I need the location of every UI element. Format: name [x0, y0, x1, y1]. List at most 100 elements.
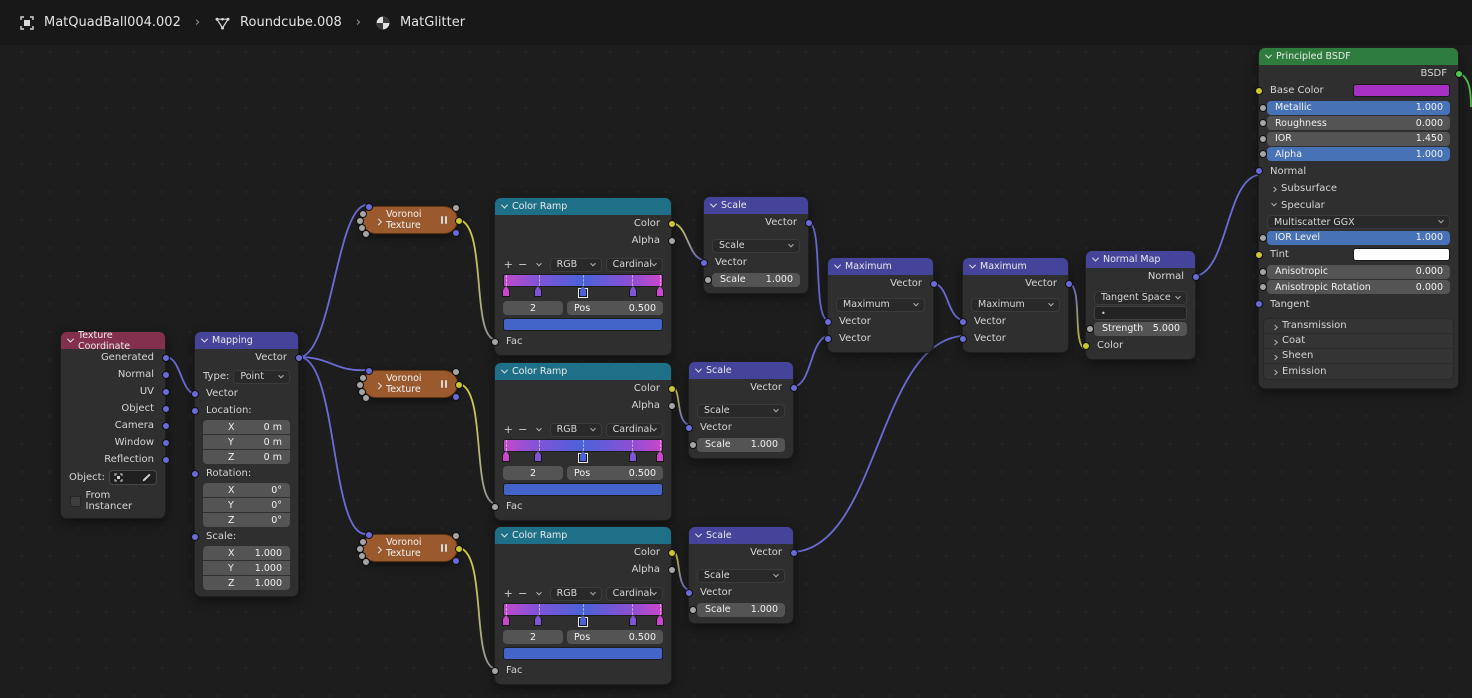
ramp-stop-selected[interactable]	[578, 617, 588, 627]
socket-normal-in[interactable]	[1254, 167, 1263, 175]
node-header[interactable]: Mapping	[195, 332, 298, 349]
socket-uv-out[interactable]	[161, 387, 170, 396]
link[interactable]	[933, 282, 963, 321]
socket-alpha-out[interactable]	[667, 401, 676, 410]
socket-position-out[interactable]	[452, 393, 460, 401]
socket-vector-in[interactable]	[365, 203, 373, 211]
socket-fac-in[interactable]	[490, 502, 499, 511]
remove-stop-button[interactable]: −	[518, 423, 528, 436]
link[interactable]	[808, 221, 828, 321]
chevron-down-icon[interactable]	[694, 530, 703, 538]
socket-rotation-in[interactable]	[190, 469, 199, 478]
chevron-down-icon[interactable]	[694, 365, 703, 373]
operation-dropdown[interactable]: Scale	[697, 568, 785, 583]
node-header[interactable]: Color Ramp	[495, 198, 671, 215]
socket-detail-in[interactable]	[362, 230, 370, 238]
remove-stop-button[interactable]: −	[518, 258, 528, 271]
socket-color-out[interactable]	[667, 548, 676, 557]
operation-dropdown[interactable]: Scale	[697, 403, 785, 418]
socket-position-out[interactable]	[452, 557, 460, 565]
link[interactable]	[298, 356, 367, 371]
socket-vector-out[interactable]	[294, 353, 303, 362]
socket-vector-in[interactable]	[190, 389, 199, 398]
ramp-stop-selected[interactable]	[578, 288, 588, 298]
node-color-ramp-1[interactable]: Color Ramp Color Alpha + − RGB Cardinal …	[490, 197, 676, 356]
ramp-stop[interactable]	[655, 454, 664, 462]
link[interactable]	[672, 222, 704, 261]
socket-alpha-in[interactable]	[1258, 150, 1267, 158]
specular-panel-toggle[interactable]: Specular	[1259, 197, 1458, 214]
link[interactable]	[298, 204, 367, 358]
socket-fac-in[interactable]	[490, 666, 499, 675]
socket-vector-in[interactable]	[365, 367, 373, 375]
socket-color-out[interactable]	[455, 217, 463, 225]
ramp-stop[interactable]	[502, 618, 511, 626]
chevron-down-icon[interactable]	[500, 201, 509, 209]
emission-panel-toggle[interactable]: Emission	[1264, 364, 1453, 379]
socket-scale-in[interactable]	[688, 605, 697, 614]
socket-metallic-in[interactable]	[1258, 103, 1267, 112]
ramp-stop[interactable]	[534, 289, 543, 297]
ramp-stop[interactable]	[655, 618, 664, 626]
interpolation-dropdown[interactable]: Cardinal	[605, 586, 663, 601]
link[interactable]	[165, 356, 197, 395]
ramp-options-button[interactable]	[532, 423, 546, 436]
link[interactable]	[1458, 72, 1472, 108]
link[interactable]	[459, 547, 494, 669]
operation-dropdown[interactable]: Maximum	[836, 297, 925, 312]
socket-vector-in[interactable]	[684, 588, 693, 597]
stop-color-swatch[interactable]	[503, 647, 663, 660]
interpolation-dropdown[interactable]: Cardinal	[605, 422, 663, 437]
socket-anisotropic-rotation-in[interactable]	[1258, 283, 1267, 291]
stop-color-swatch[interactable]	[503, 483, 663, 496]
socket-roughness-in[interactable]	[1258, 119, 1267, 127]
chevron-right-icon[interactable]	[374, 381, 383, 389]
coat-panel-toggle[interactable]: Coat	[1264, 334, 1453, 349]
color-mode-dropdown[interactable]: RGB	[549, 257, 602, 272]
node-header[interactable]: Maximum	[963, 258, 1068, 275]
node-voronoi-texture-1[interactable]: Voronoi Texture	[356, 203, 463, 238]
stop-index-field[interactable]: 2	[503, 466, 563, 480]
socket-vector-out[interactable]	[1064, 279, 1073, 288]
node-header[interactable]: Normal Map	[1086, 251, 1195, 268]
operation-dropdown[interactable]: Maximum	[971, 297, 1060, 312]
socket-tint-in[interactable]	[1254, 250, 1263, 259]
socket-detail-in[interactable]	[362, 394, 370, 402]
link[interactable]	[459, 219, 494, 340]
socket-color-out[interactable]	[455, 381, 463, 389]
chevron-down-icon[interactable]	[833, 261, 842, 269]
interpolation-dropdown[interactable]: Cardinal	[605, 257, 663, 272]
socket-scale-in[interactable]	[190, 532, 199, 541]
tint-swatch[interactable]	[1353, 248, 1450, 261]
socket-color-out[interactable]	[667, 384, 676, 393]
operation-dropdown[interactable]: Scale	[712, 238, 800, 253]
node-normal-map[interactable]: Normal Map Normal Tangent Space • Streng…	[1081, 250, 1200, 360]
chevron-right-icon[interactable]	[374, 217, 383, 225]
chevron-right-icon[interactable]	[374, 545, 383, 553]
node-principled-bsdf[interactable]: Principled BSDF BSDF Base Color Metallic…	[1254, 47, 1463, 389]
socket-vector-out[interactable]	[804, 218, 813, 227]
socket-distance-out[interactable]	[452, 368, 460, 376]
socket-detail-in[interactable]	[362, 558, 370, 566]
ramp-stop[interactable]	[628, 618, 637, 626]
ramp-stop[interactable]	[534, 618, 543, 626]
chevron-down-icon[interactable]	[500, 530, 509, 538]
socket-vector-b-in[interactable]	[823, 334, 832, 343]
socket-base-color-in[interactable]	[1254, 86, 1263, 95]
chevron-down-icon[interactable]	[200, 335, 209, 343]
link[interactable]	[298, 356, 367, 535]
socket-distance-out[interactable]	[452, 532, 460, 540]
socket-generated-out[interactable]	[161, 353, 170, 362]
chevron-down-icon[interactable]	[500, 366, 509, 374]
node-voronoi-texture-2[interactable]: Voronoi Texture	[356, 367, 463, 402]
node-header[interactable]: Scale	[689, 527, 793, 544]
